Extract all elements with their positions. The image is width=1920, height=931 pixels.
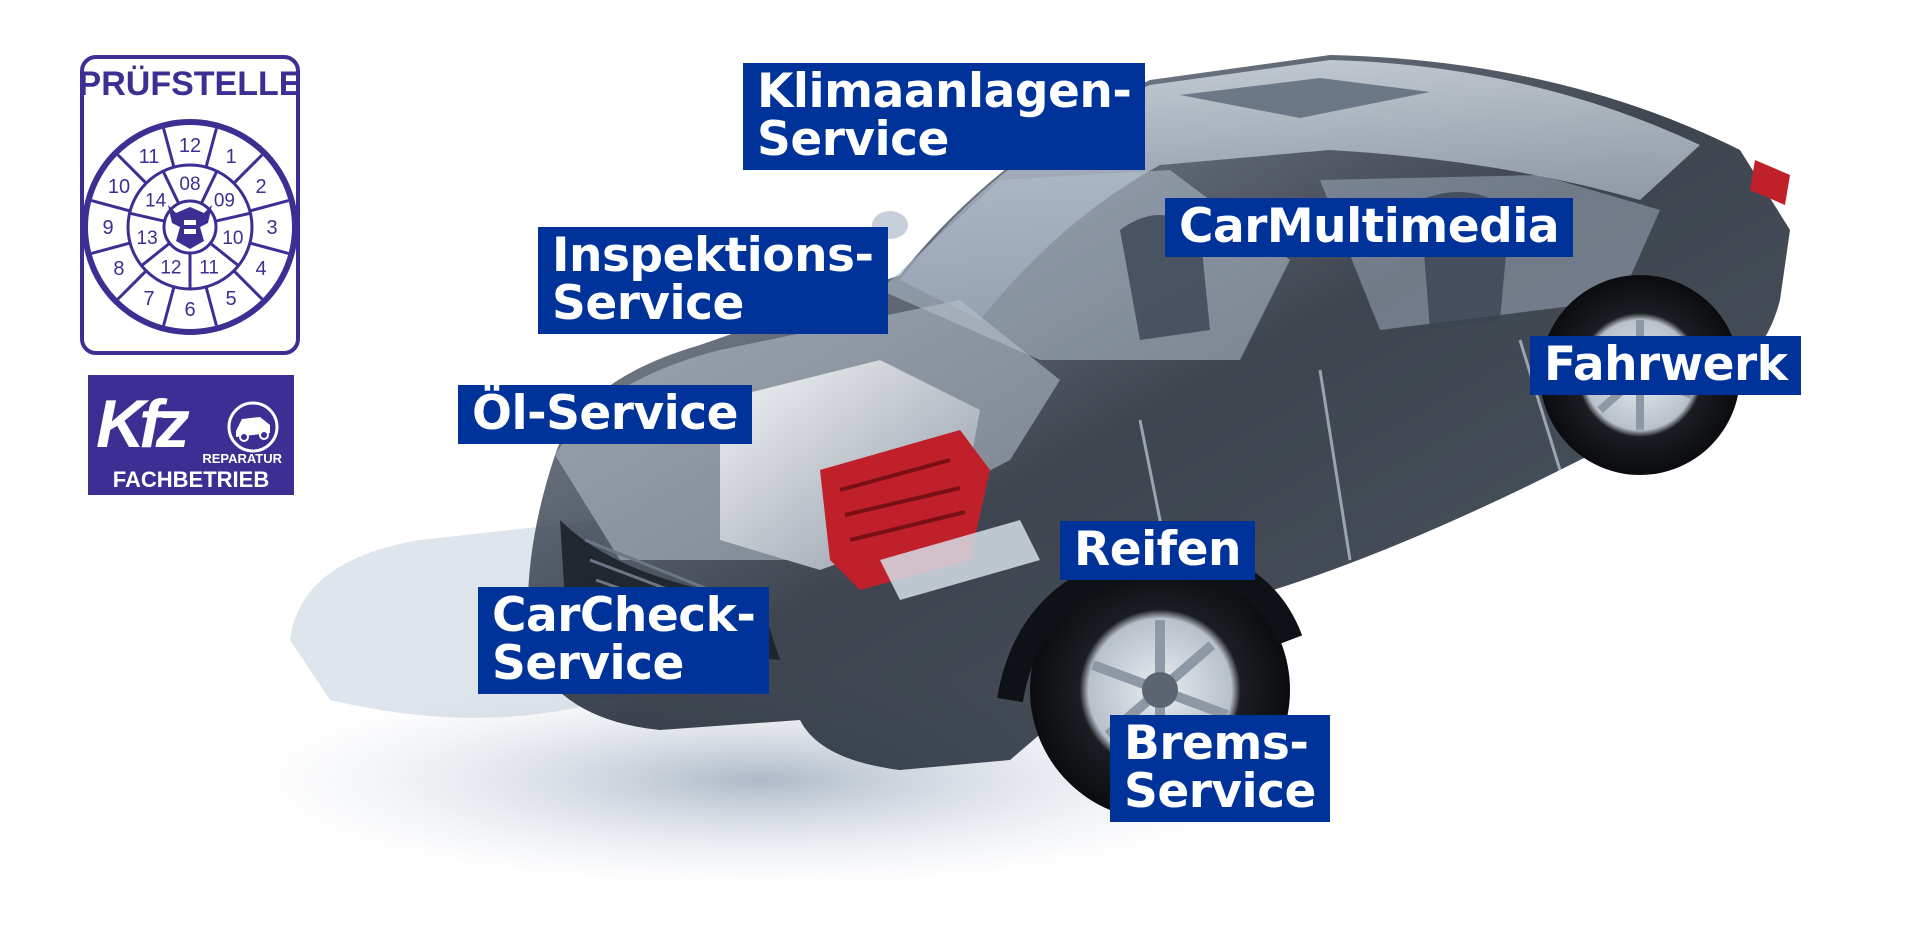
- ring-divider: [91, 241, 131, 255]
- label-reifen: Reifen: [1060, 521, 1255, 580]
- kfz-bottom-text: FACHBETRIEB: [113, 467, 269, 492]
- year-number: 13: [137, 228, 158, 249]
- headlight: [880, 520, 1040, 600]
- ring-divider: [215, 211, 251, 223]
- label-brems-service: Brems- Service: [1110, 715, 1330, 822]
- label-carmultimedia: CarMultimedia: [1165, 198, 1574, 257]
- label-klimaanlagen-service: Klimaanlagen- Service: [743, 63, 1146, 170]
- label-carcheck-service: CarCheck- Service: [478, 587, 770, 694]
- ring-divider: [249, 199, 289, 213]
- month-number: 6: [184, 299, 195, 321]
- sunroof: [1180, 78, 1430, 118]
- label-oel-service: Öl-Service: [458, 385, 752, 444]
- ring-divider: [232, 153, 264, 185]
- month-number: 7: [143, 288, 154, 310]
- month-number: 4: [255, 258, 266, 280]
- kfz-logo-text: Kfz: [96, 386, 190, 462]
- kfz-fachbetrieb-badge: Kfz REPARATUR FACHBETRIEB: [88, 375, 294, 495]
- month-number: 3: [266, 217, 277, 239]
- month-number: 2: [255, 176, 266, 198]
- kfz-sub-text: REPARATUR: [202, 451, 282, 466]
- month-number: 1: [225, 146, 236, 168]
- year-number: 14: [145, 191, 167, 212]
- eagle-crest-icon: [168, 205, 212, 249]
- month-number: 5: [225, 288, 236, 310]
- ring-divider: [249, 241, 289, 255]
- year-number: 09: [214, 191, 235, 212]
- year-number: 12: [160, 258, 181, 279]
- ring-divider: [232, 269, 264, 301]
- month-number: 12: [179, 135, 201, 157]
- ring-divider: [204, 128, 218, 168]
- ring-divider: [162, 286, 176, 326]
- year-number: 08: [179, 174, 200, 195]
- ring-divider: [209, 242, 240, 267]
- year-number: 11: [199, 258, 219, 279]
- year-number: 10: [222, 228, 243, 249]
- ring-divider: [129, 211, 165, 223]
- label-fahrwerk: Fahrwerk: [1530, 336, 1802, 395]
- lifted-car-icon: [227, 401, 279, 453]
- ring-divider: [204, 286, 218, 326]
- taillight: [1750, 160, 1790, 205]
- pruefstelle-title: PRÜFSTELLE: [80, 65, 300, 103]
- ring-divider: [199, 170, 219, 205]
- ring-divider: [91, 199, 131, 213]
- label-inspektions-service: Inspektions- Service: [538, 227, 888, 334]
- ring-divider: [162, 128, 176, 168]
- ring-divider: [140, 242, 171, 267]
- ring-divider: [116, 153, 148, 185]
- front-wheel-hub: [1142, 672, 1178, 708]
- ring-divider: [161, 170, 181, 205]
- month-number: 8: [113, 258, 124, 280]
- engine-ribs: [839, 458, 966, 542]
- ring-divider: [116, 269, 148, 301]
- month-number: 10: [108, 176, 130, 198]
- month-number: 9: [102, 217, 113, 239]
- month-number: 11: [139, 146, 160, 168]
